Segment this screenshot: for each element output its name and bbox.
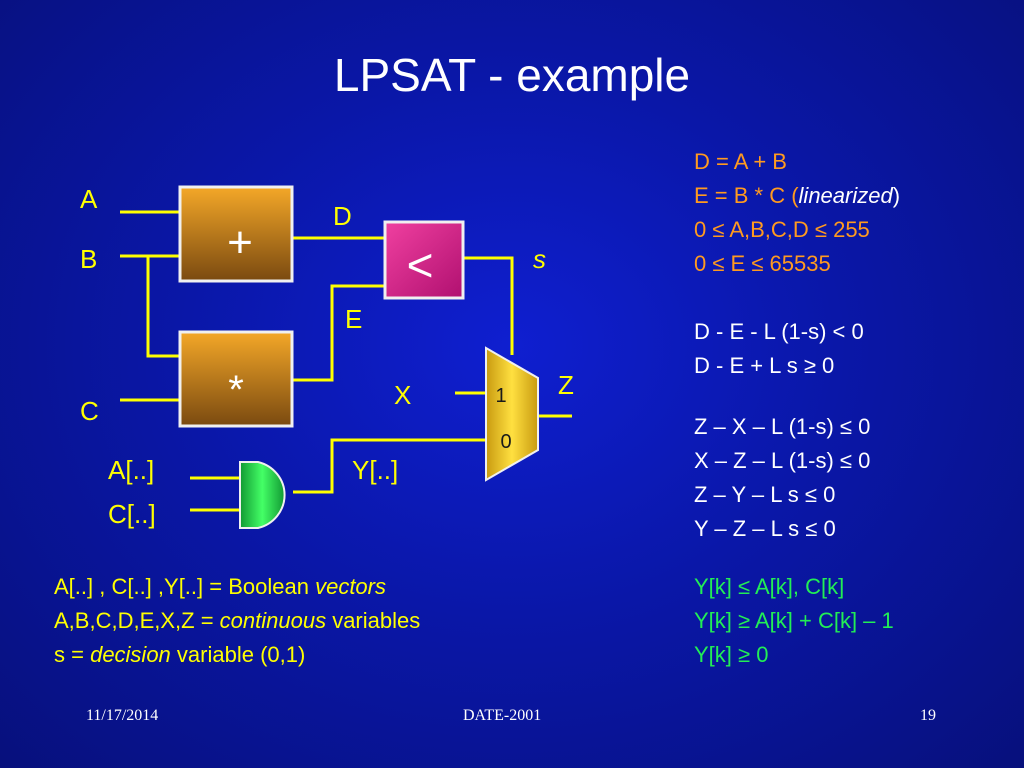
- label-x: X: [394, 380, 411, 410]
- label-c: C: [80, 396, 99, 426]
- equation-line: Y[k] ≥ A[k] + C[k] – 1: [694, 608, 894, 633]
- equations-definitions: D = A + B E = B * C (linearized) 0 ≤ A,B…: [694, 145, 900, 281]
- equation-line: E = B * C (linearized): [694, 183, 901, 208]
- page-number: 19: [920, 707, 936, 724]
- and-gate: [239, 461, 286, 529]
- label-e: E: [345, 304, 362, 334]
- mux-input-0-label: 0: [500, 431, 511, 453]
- mux-input-1-label: 1: [495, 385, 506, 407]
- gate-symbols: + * <: [227, 218, 433, 412]
- slide-title: LPSAT - example: [333, 49, 691, 101]
- equations-mux: Z – X – L (1-s) ≤ 0 X – Z – L (1-s) ≤ 0 …: [694, 410, 870, 546]
- equation-line: D = A + B: [694, 149, 787, 174]
- label-a-vector: A[..]: [108, 455, 154, 485]
- comparator-block: [383, 220, 465, 300]
- equation-line: Y[k] ≥ 0: [694, 642, 769, 667]
- equation-line: 0 ≤ E ≤ 65535: [694, 251, 831, 276]
- label-y-vector: Y[..]: [352, 455, 398, 485]
- adder-block: [178, 185, 294, 283]
- equation-line: 0 ≤ A,B,C,D ≤ 255: [694, 217, 870, 242]
- multiplier-block: [178, 330, 294, 428]
- equation-line: X – Z – L (1-s) ≤ 0: [694, 448, 871, 473]
- mux-block: [485, 346, 539, 482]
- footer-date: 11/17/2014: [86, 707, 159, 724]
- wires: [120, 210, 572, 512]
- label-z: Z: [558, 370, 574, 400]
- comparator-symbol: <: [407, 239, 434, 291]
- equations-and-gate: Y[k] ≤ A[k], C[k] Y[k] ≥ A[k] + C[k] – 1…: [694, 570, 894, 672]
- adder-symbol: +: [227, 218, 253, 267]
- note-line: s = decision variable (0,1): [54, 642, 306, 667]
- equation-line: D - E - L (1-s) < 0: [694, 319, 864, 344]
- label-a: A: [80, 184, 98, 214]
- label-d: D: [333, 201, 352, 231]
- note-line: A,B,C,D,E,X,Z = continuous variables: [54, 608, 421, 633]
- equation-line: Z – X – L (1-s) ≤ 0: [694, 414, 871, 439]
- variable-notes: A[..] , C[..] ,Y[..] = Boolean vectors A…: [54, 570, 420, 672]
- equation-line: Y – Z – L s ≤ 0: [694, 516, 836, 541]
- label-s: s: [533, 244, 546, 274]
- label-b: B: [80, 244, 97, 274]
- equation-line: Y[k] ≤ A[k], C[k]: [694, 574, 845, 599]
- note-line: A[..] , C[..] ,Y[..] = Boolean vectors: [54, 574, 386, 599]
- equation-line: D - E + L s ≥ 0: [694, 353, 835, 378]
- label-c-vector: C[..]: [108, 499, 156, 529]
- equations-comparator: D - E - L (1-s) < 0 D - E + L s ≥ 0: [694, 315, 864, 383]
- equation-line: Z – Y – L s ≤ 0: [694, 482, 836, 507]
- footer-center-text: DATE-2001: [463, 707, 542, 724]
- multiplier-symbol: *: [228, 368, 244, 412]
